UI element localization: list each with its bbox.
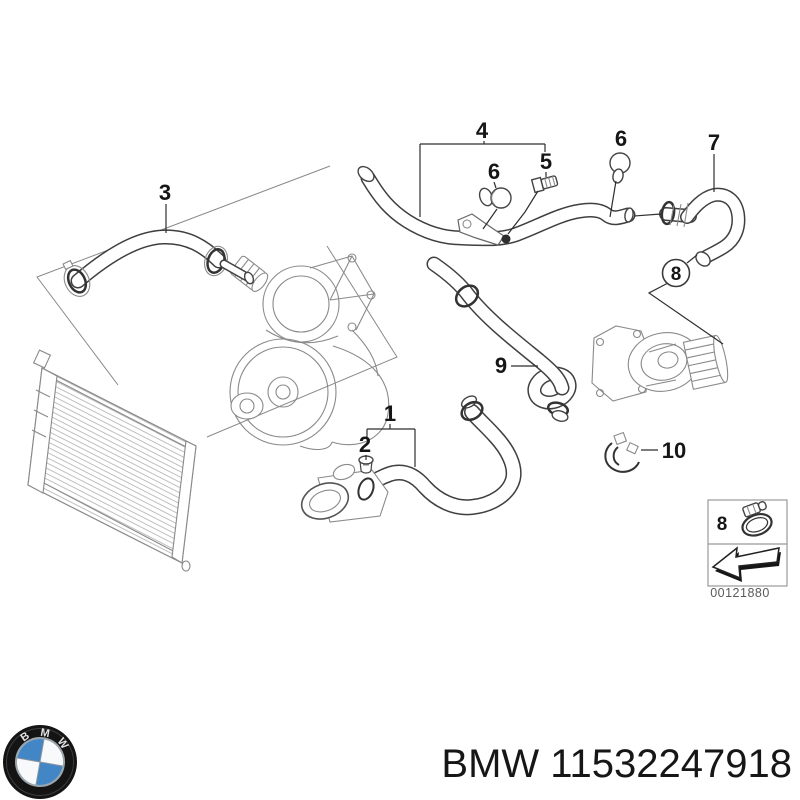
logo-letter-m: M [39, 727, 50, 740]
callout-9: 9 [495, 353, 507, 378]
direction-arrow-icon [711, 546, 781, 582]
callout-8-label: 8 [671, 264, 682, 285]
callout-1: 1 [384, 401, 396, 426]
callout-7: 7 [708, 130, 720, 155]
bmw-logo: B M W [3, 725, 77, 799]
part-number-text: BMW 11532247918 [441, 742, 792, 786]
plug-6-left [478, 187, 512, 209]
pump-housing-right [591, 325, 729, 402]
callout-3: 3 [159, 180, 171, 205]
hose-3 [62, 229, 255, 297]
thermostat-housing [300, 463, 389, 523]
legend-item-number: 8 [717, 514, 728, 535]
water-pump-assembly [229, 253, 390, 451]
legend-box: 8 00121880 [707, 499, 788, 600]
hose-9 [426, 256, 577, 422]
callout-6-left: 6 [488, 159, 500, 184]
diagram-code: 00121880 [710, 586, 770, 600]
callout-4: 4 [476, 118, 489, 143]
bracket-bolt-head [501, 234, 511, 244]
callout-2: 2 [359, 432, 371, 457]
clip-10 [604, 431, 640, 473]
callout-labels: 1 2 3 4 5 6 6 7 9 10 [159, 118, 720, 463]
radiator [27, 349, 197, 572]
callout-8-circle: 8 [661, 258, 691, 288]
plug-6-right [609, 152, 631, 184]
leader-lines [165, 141, 724, 467]
hose-7 [659, 187, 746, 267]
hose-4 [357, 165, 636, 247]
hose-clamp-icon [741, 501, 773, 537]
frame-lines [36, 165, 398, 438]
hose-1 [300, 395, 522, 523]
bolt-5 [530, 175, 559, 194]
callout-5: 5 [540, 149, 552, 174]
callout-10: 10 [662, 438, 686, 463]
callout-6-right: 6 [615, 126, 627, 151]
